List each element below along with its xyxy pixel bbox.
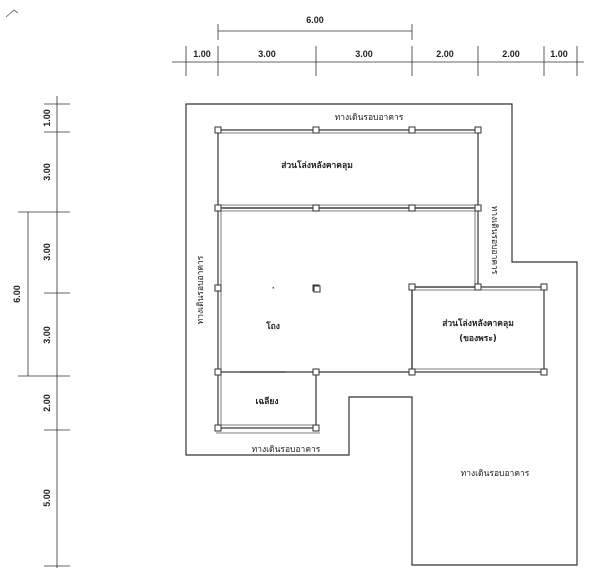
walkway-outline	[185, 103, 578, 566]
top-dim-seg-5: 2.00	[502, 49, 520, 59]
structural-columns	[214, 126, 548, 432]
hall-label: โถง	[265, 321, 280, 332]
center-column-mark	[313, 285, 321, 293]
top-overall-dim-label: 6.00	[306, 15, 324, 25]
top-dim-seg-4: 2.00	[436, 49, 454, 59]
left-overall-dim-label: 6.00	[12, 285, 22, 303]
walkway-left-label: ทางเดินรอบอาคาร	[196, 255, 206, 324]
right-roof-space-label: ส่วนโล่งหลังคาคลุม	[442, 318, 514, 329]
left-dimension-group: 1.00 3.00 3.00 2.00 5.00 6.00 3.00	[12, 96, 70, 568]
right-roof-space-sublabel: (ของพระ)	[459, 334, 497, 344]
right-roof-space	[411, 286, 545, 373]
corner-mark	[5, 9, 19, 18]
walkway-bottom-label: ทางเดินรอบอาคาร	[252, 445, 321, 455]
walkway-annex-label: ทางเดินรอบอาคาร	[461, 469, 530, 479]
left-dim-seg-4: 2.00	[42, 394, 52, 412]
top-dimension-group: 6.00 1.00 3.00 3.00 2.00 2.00 1.00	[172, 15, 584, 76]
top-dim-seg-6: 1.00	[550, 49, 568, 59]
left-dim-seg-3: 3.00	[42, 243, 52, 261]
top-dim-seg-3: 3.00	[355, 49, 373, 59]
storage-room	[216, 371, 320, 434]
walkway-right-label: ทางเดินรอบอาคาร	[489, 206, 499, 275]
small-dot: ·	[272, 283, 275, 293]
left-dim-seg-1: 1.00	[42, 109, 52, 127]
left-dim-seg-2: 3.00	[42, 163, 52, 181]
left-dim-sub-label: 3.00	[42, 326, 52, 344]
top-dim-seg-1: 1.00	[193, 49, 211, 59]
walkway-top-label: ทางเดินรอบอาคาร	[335, 113, 404, 123]
storage-label: เฉลียง	[255, 396, 278, 407]
top-dim-seg-2: 3.00	[258, 49, 276, 59]
top-roof-space-label: ส่วนโล่งหลังคาคลุม	[281, 160, 353, 171]
left-dim-seg-5: 5.00	[42, 489, 52, 507]
